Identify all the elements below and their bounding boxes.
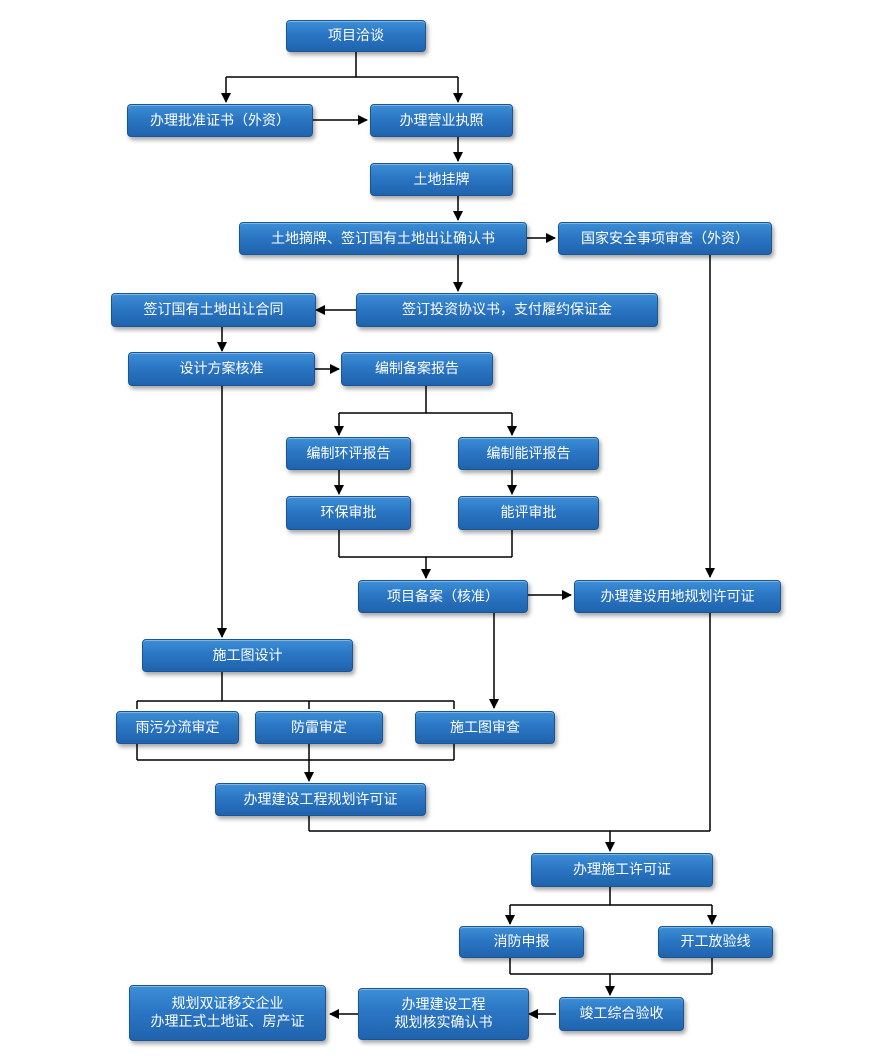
step-xiaofang: 消防申报 <box>459 926 584 958</box>
step-tudi-guapai: 土地挂牌 <box>370 163 513 196</box>
step-xiangmu-qiatan: 项目洽谈 <box>286 20 426 52</box>
step-pizhun-zhengshu: 办理批准证书（外资） <box>127 104 313 137</box>
step-yijiao: 规划双证移交企业 办理正式土地证、房产证 <box>129 985 326 1041</box>
step-nengping-shenpi: 能评审批 <box>458 496 599 530</box>
step-hexian-queren: 办理建设工程 规划核实确认书 <box>358 988 529 1040</box>
step-sheji-fangan: 设计方案核准 <box>128 352 315 386</box>
step-yingye-zhizhao: 办理营业执照 <box>370 104 513 137</box>
step-bianzhi-nengping: 编制能评报告 <box>458 437 599 470</box>
step-guojia-anquan: 国家安全事项审查（外资） <box>558 222 772 255</box>
step-gongcheng-guihua: 办理建设工程规划许可证 <box>215 783 426 816</box>
step-shigong-xuke: 办理施工许可证 <box>531 853 713 887</box>
step-bianzhi-beian: 编制备案报告 <box>341 352 493 386</box>
step-xiangmu-beian: 项目备案（核准） <box>358 580 528 613</box>
step-jungong: 竣工综合验收 <box>559 997 684 1031</box>
step-kaigong: 开工放验线 <box>658 926 773 958</box>
step-yuwu-fenliu: 雨污分流审定 <box>116 711 239 744</box>
step-bianzhi-huanping: 编制环评报告 <box>286 437 411 470</box>
step-shigongtu-shencha: 施工图审查 <box>415 711 555 744</box>
step-fanglei: 防雷审定 <box>255 711 383 744</box>
step-churang-hetong: 签订国有土地出让合同 <box>111 293 316 327</box>
step-tudi-zhaipai: 土地摘牌、签订国有土地出让确认书 <box>239 222 527 255</box>
step-touzi-xieyi: 签订投资协议书，支付履约保证金 <box>356 293 658 327</box>
step-yongdi-guihua: 办理建设用地规划许可证 <box>574 580 781 613</box>
step-huanbao-shenpi: 环保审批 <box>286 496 411 530</box>
step-shigongtu-sheji: 施工图设计 <box>142 639 353 672</box>
